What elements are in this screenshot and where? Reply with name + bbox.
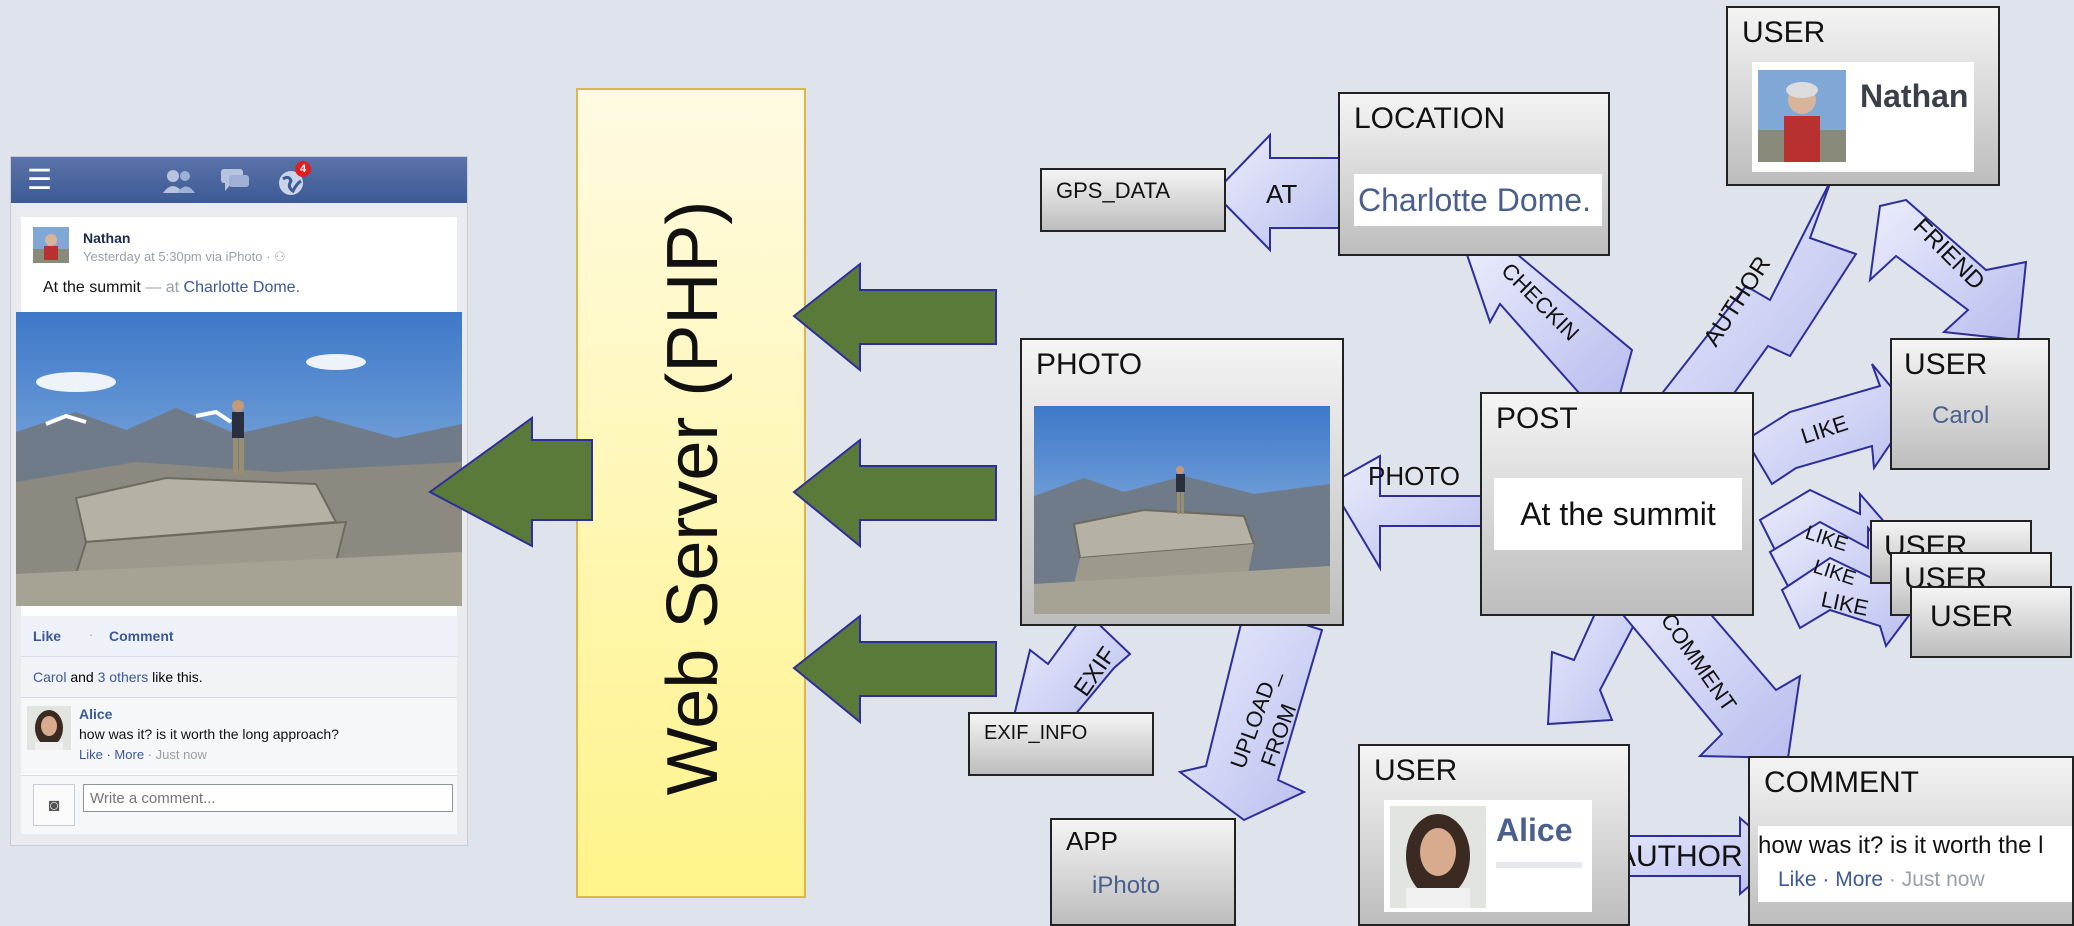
likes-others[interactable]: 3 others: [97, 669, 149, 685]
alice-card: Alice: [1384, 800, 1592, 912]
post-value: At the summit: [1494, 478, 1742, 550]
location-value: Charlotte Dome.: [1354, 174, 1602, 226]
camera-icon[interactable]: ◙: [33, 784, 75, 826]
post-text: At the summit: [43, 279, 141, 296]
green-arrow-to-phone: [428, 416, 593, 548]
facebook-top-bar: ☰ 4: [11, 157, 467, 203]
node-app: APP iPhoto: [1050, 818, 1236, 926]
node-user-alice: USER Alice: [1358, 744, 1630, 926]
globe-icon[interactable]: [277, 169, 307, 199]
edge-photo: [1328, 454, 1495, 572]
post-location-link[interactable]: Charlotte Dome.: [183, 279, 301, 296]
post-meta-text: Yesterday at 5:30pm via iPhoto: [83, 249, 263, 264]
node-post: POST At the summit: [1480, 392, 1754, 616]
user-stack-3-type: USER: [1930, 600, 2014, 633]
exif-label: EXIF_INFO: [984, 722, 1088, 744]
node-exif-info: EXIF_INFO: [968, 712, 1154, 776]
edge-friend: [1868, 198, 2028, 342]
green-arrow-middle: [792, 437, 997, 549]
alice-avatar[interactable]: [27, 706, 71, 750]
nathan-photo: [1758, 70, 1846, 162]
photo-thumbnail: [1034, 406, 1330, 614]
comment-like-link[interactable]: Like: [79, 747, 103, 762]
node-location: LOCATION Charlotte Dome.: [1338, 92, 1610, 256]
messages-icon[interactable]: [219, 167, 251, 195]
comment-card: how was it? is it worth the l Like · Mor…: [1758, 826, 2072, 902]
action-separator: ·: [89, 627, 94, 642]
audience-icon: · ⚇: [266, 249, 286, 264]
carol-type: USER: [1904, 348, 1988, 381]
comment-composer: ◙: [21, 775, 457, 834]
app-value: iPhoto: [1092, 872, 1161, 899]
comment-more-link[interactable]: · More: [106, 747, 145, 762]
edge-author: [1658, 177, 1858, 412]
comment-row: Alice how was it? is it worth the long a…: [21, 698, 457, 774]
likes-carol[interactable]: Carol: [33, 669, 67, 685]
alice-type: USER: [1374, 754, 1458, 787]
comment-author[interactable]: Alice: [79, 706, 113, 722]
comment-node-more: · More: [1822, 868, 1884, 891]
likes-summary: Carol and 3 others like this.: [21, 657, 457, 698]
phone-mockup: ☰ 4 Nathan Yesterday at 5:30pm via iPhot…: [10, 156, 468, 846]
nathan-avatar[interactable]: [33, 227, 69, 263]
nathan-name: Nathan: [1860, 78, 1969, 114]
comment-text: how was it? is it worth the long approac…: [79, 726, 339, 742]
comment-node-actions: Like · More · Just now: [1778, 868, 1985, 892]
comment-time: · Just now: [147, 747, 207, 762]
location-type: LOCATION: [1354, 102, 1506, 135]
green-arrow-top: [792, 261, 997, 373]
likes-sentence: Carol and 3 others like this.: [33, 669, 203, 685]
likes-suffix: like this.: [152, 669, 203, 685]
like-link[interactable]: Like: [33, 628, 62, 644]
node-gps-data: GPS_DATA: [1040, 168, 1226, 232]
likes-and: and: [70, 669, 94, 685]
node-user-carol: USER Carol: [1890, 338, 2050, 470]
menu-icon[interactable]: ☰: [27, 164, 53, 195]
notification-badge: 4: [295, 161, 311, 177]
comment-node-text: how was it? is it worth the l: [1758, 832, 2044, 859]
green-arrow-bottom: [792, 613, 997, 725]
comment-node-time: · Just now: [1888, 868, 1985, 891]
post-author[interactable]: Nathan: [83, 230, 131, 246]
comment-input[interactable]: [83, 784, 453, 812]
photo-type: PHOTO: [1036, 348, 1143, 381]
nathan-card: Nathan: [1752, 62, 1974, 172]
nathan-type: USER: [1742, 16, 1826, 49]
carol-name: Carol: [1932, 402, 1990, 429]
edge-photo-label: PHOTO: [1368, 461, 1460, 491]
edge-alice-author-label: AUTHOR: [1616, 840, 1743, 873]
friends-icon[interactable]: [161, 167, 197, 195]
post-location-prefix: — at: [145, 279, 180, 296]
post-actions: Like · Comment: [21, 616, 457, 657]
gps-label: GPS_DATA: [1056, 178, 1171, 203]
node-user-stack-3: USER: [1910, 586, 2072, 658]
comment-link[interactable]: Comment: [109, 628, 174, 644]
edge-at: [1212, 132, 1349, 253]
node-photo: PHOTO: [1020, 338, 1344, 626]
edge-at-label: AT: [1266, 179, 1297, 209]
post-photo[interactable]: [16, 312, 462, 606]
app-type: APP: [1066, 826, 1119, 856]
node-comment: COMMENT how was it? is it worth the l Li…: [1748, 756, 2074, 926]
alice-placeholder-line: [1496, 862, 1582, 868]
edge-upload-from: [1177, 604, 1324, 822]
alice-name: Alice: [1496, 812, 1573, 848]
post-type: POST: [1496, 402, 1578, 435]
comment-type: COMMENT: [1764, 766, 1919, 799]
post-meta: Yesterday at 5:30pm via iPhoto · ⚇: [83, 249, 286, 265]
alice-photo: [1390, 806, 1486, 908]
node-user-nathan: USER Nathan: [1726, 6, 2000, 186]
comment-actions: Like · More · Just now: [79, 747, 207, 762]
comment-node-like: Like: [1778, 868, 1817, 891]
post-text-line: At the summit — at Charlotte Dome.: [43, 279, 300, 297]
